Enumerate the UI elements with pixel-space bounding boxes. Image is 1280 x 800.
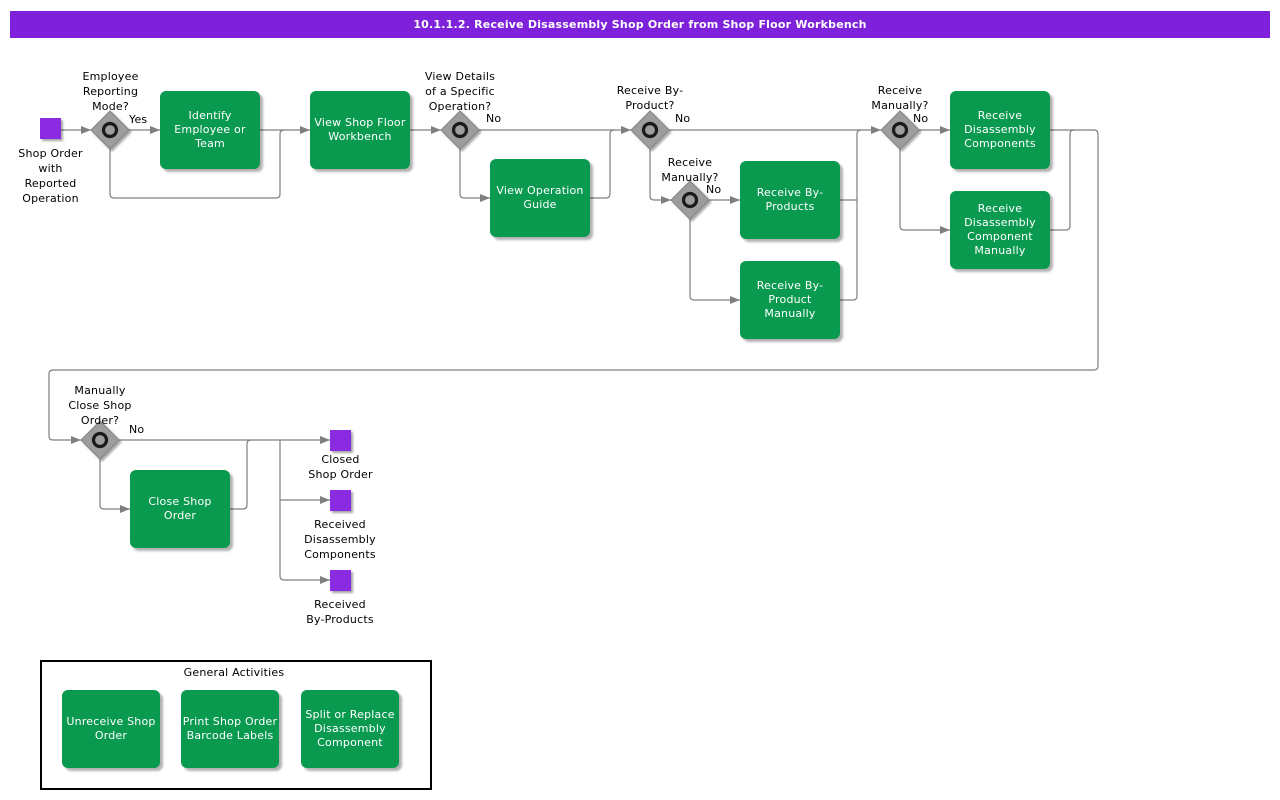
connector-receive-manually-to-component-manually xyxy=(899,149,950,234)
decision-diamond-icon xyxy=(80,420,120,460)
decision-label-receive-manually-components: Receive Manually? xyxy=(871,84,929,112)
activity-label: Receive By- Product Manually xyxy=(756,279,824,320)
activity-label: Identify Employee or Team xyxy=(174,109,246,150)
activity-split-or-replace-disassembly-component[interactable]: Split or Replace Disassembly Component xyxy=(301,690,399,768)
event-closed-shop-order[interactable] xyxy=(330,430,351,451)
decision-label-receive-manually-byproduct: Receive Manually? xyxy=(661,156,719,184)
diagram-title-bar: 10.1.1.2. Receive Disassembly Shop Order… xyxy=(10,11,1270,38)
activity-label: Close Shop Order xyxy=(148,495,212,522)
decision-label-receive-by-product: Receive By- Product? xyxy=(616,84,684,112)
general-activities-title: General Activities xyxy=(183,666,285,679)
activity-receive-disassembly-components[interactable]: Receive Disassembly Components xyxy=(950,91,1050,169)
edge-label-yes: Yes xyxy=(129,113,148,126)
edge-label-no: No xyxy=(706,183,722,196)
decision-diamond-icon xyxy=(670,180,710,220)
activity-label: Receive By- Products xyxy=(756,186,824,213)
decision-receive-by-product[interactable] xyxy=(630,110,670,150)
connector-operation-guide-merge xyxy=(590,129,615,199)
connector-return-loop-to-manually-close xyxy=(48,129,1099,444)
decision-diamond-icon xyxy=(630,110,670,150)
edge-label-no: No xyxy=(675,112,691,125)
activity-receive-by-product-manually[interactable]: Receive By- Product Manually xyxy=(740,261,840,339)
activity-label: View Shop Floor Workbench xyxy=(314,116,406,143)
decision-diamond-icon xyxy=(440,110,480,150)
decision-label-employee-reporting-mode: Employee Reporting Mode? xyxy=(82,70,139,113)
event-label-received-by-products: Received By-Products xyxy=(306,598,374,626)
activity-view-shop-floor-workbench[interactable]: View Shop Floor Workbench xyxy=(310,91,410,169)
activity-label: Unreceive Shop Order xyxy=(66,715,156,742)
connector-view-details-to-operation-guide xyxy=(459,149,490,202)
connector-close-shop-order-merge xyxy=(230,439,252,510)
connector-employee-mode-bypass xyxy=(109,129,285,199)
edge-label-no: No xyxy=(913,112,929,125)
connector-receive-byproduct-to-manually-decision xyxy=(649,149,671,204)
event-received-by-products[interactable] xyxy=(330,570,351,591)
decision-receive-manually-byproduct[interactable] xyxy=(670,180,710,220)
activity-label: Print Shop Order Barcode Labels xyxy=(182,715,278,742)
activity-label: Split or Replace Disassembly Component xyxy=(305,708,395,749)
event-shop-order-with-reported-operation[interactable] xyxy=(40,118,61,139)
event-received-disassembly-components[interactable] xyxy=(330,490,351,511)
decision-diamond-icon xyxy=(880,110,920,150)
connector-manually-close-to-close-shop-order xyxy=(99,459,130,513)
activity-close-shop-order[interactable]: Close Shop Order xyxy=(130,470,230,548)
activity-receive-disassembly-component-manually[interactable]: Receive Disassembly Component Manually xyxy=(950,191,1050,269)
activity-view-operation-guide[interactable]: View Operation Guide xyxy=(490,159,590,237)
event-label-start: Shop Order with Reported Operation xyxy=(18,147,83,205)
decision-receive-manually-components[interactable] xyxy=(880,110,920,150)
edge-label-no: No xyxy=(129,423,145,436)
event-label-received-disassembly-components: Received Disassembly Components xyxy=(304,518,376,561)
connector-branch-to-received-byproducts xyxy=(279,440,330,584)
decision-employee-reporting-mode[interactable] xyxy=(90,110,130,150)
connector-component-manually-merge xyxy=(1050,129,1075,231)
diagram-title: 10.1.1.2. Receive Disassembly Shop Order… xyxy=(413,18,867,31)
decision-diamond-icon xyxy=(90,110,130,150)
activity-label: Receive Disassembly Components xyxy=(964,109,1036,150)
decision-view-details-operation[interactable] xyxy=(440,110,480,150)
decision-label-manually-close: Manually Close Shop Order? xyxy=(68,384,132,427)
activity-identify-employee-or-team[interactable]: Identify Employee or Team xyxy=(160,91,260,169)
activity-print-shop-order-barcode-labels[interactable]: Print Shop Order Barcode Labels xyxy=(181,690,279,768)
activity-label: View Operation Guide xyxy=(496,184,584,211)
decision-label-view-details: View Details of a Specific Operation? xyxy=(424,70,496,113)
activity-receive-by-products[interactable]: Receive By- Products xyxy=(740,161,840,239)
event-label-closed-shop-order: Closed Shop Order xyxy=(308,453,373,481)
activity-label: Receive Disassembly Component Manually xyxy=(964,202,1036,257)
edge-label-no: No xyxy=(486,112,502,125)
connector-byproduct-manually-merge xyxy=(840,129,862,301)
decision-manually-close-shop-order[interactable] xyxy=(80,420,120,460)
activity-unreceive-shop-order[interactable]: Unreceive Shop Order xyxy=(62,690,160,768)
connector-manually-to-byproduct-manually xyxy=(689,219,740,304)
